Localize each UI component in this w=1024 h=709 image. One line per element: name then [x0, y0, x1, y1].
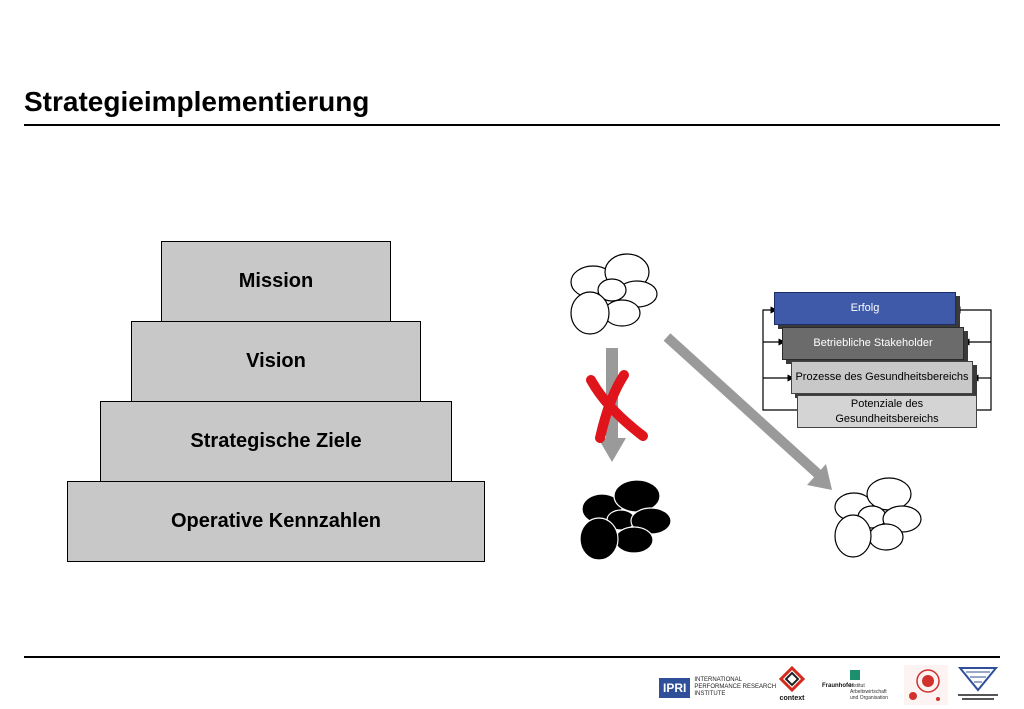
- fraunhofer-logo-text: Fraunhofer: [822, 683, 854, 689]
- context-logo: context: [775, 665, 809, 702]
- red-cross-icon: [586, 370, 648, 443]
- organisation-logo: [957, 667, 999, 700]
- page-title: Strategieimplementierung: [24, 86, 370, 117]
- context-logo-mark: [778, 665, 806, 693]
- ellipse-cluster-top: [570, 253, 658, 335]
- stack-connectors: [762, 306, 992, 411]
- context-logo-text: context: [779, 695, 805, 702]
- ipri-logo-mark: IPRI: [659, 677, 691, 698]
- pyramid-mission: Mission: [161, 241, 391, 322]
- stack-prozesse: Prozesse des Gesundheitsbereichs: [791, 361, 973, 394]
- title-divider: [24, 124, 1000, 126]
- ipri-logo: IPRI INTERNATIONAL PERFORMANCE RESEARCH …: [659, 677, 776, 698]
- footer-divider: [24, 656, 1000, 658]
- ellipse-cluster-black: [579, 479, 672, 561]
- fraunhofer-logo-mark: [850, 670, 860, 680]
- pyramid-strategic-goals: Strategische Ziele: [100, 401, 452, 482]
- fraunhofer-logo-sub: Institut Arbeitswirtschaft und Organisat…: [850, 683, 889, 701]
- stack-potenziale: Potenziale des Gesundheitsbereichs: [797, 395, 977, 428]
- ellipse-cluster-result: [834, 477, 922, 558]
- stack-erfolg: Erfolg: [774, 292, 956, 325]
- university-seal-logo: [904, 665, 948, 705]
- ipri-logo-name: INTERNATIONAL PERFORMANCE RESEARCH INSTI…: [694, 677, 777, 697]
- stack-betriebliche-stakeholder: Betriebliche Stakeholder: [782, 327, 964, 360]
- diagonal-arrow: [663, 333, 832, 490]
- pyramid-operative-kpis: Operative Kennzahlen: [67, 481, 485, 562]
